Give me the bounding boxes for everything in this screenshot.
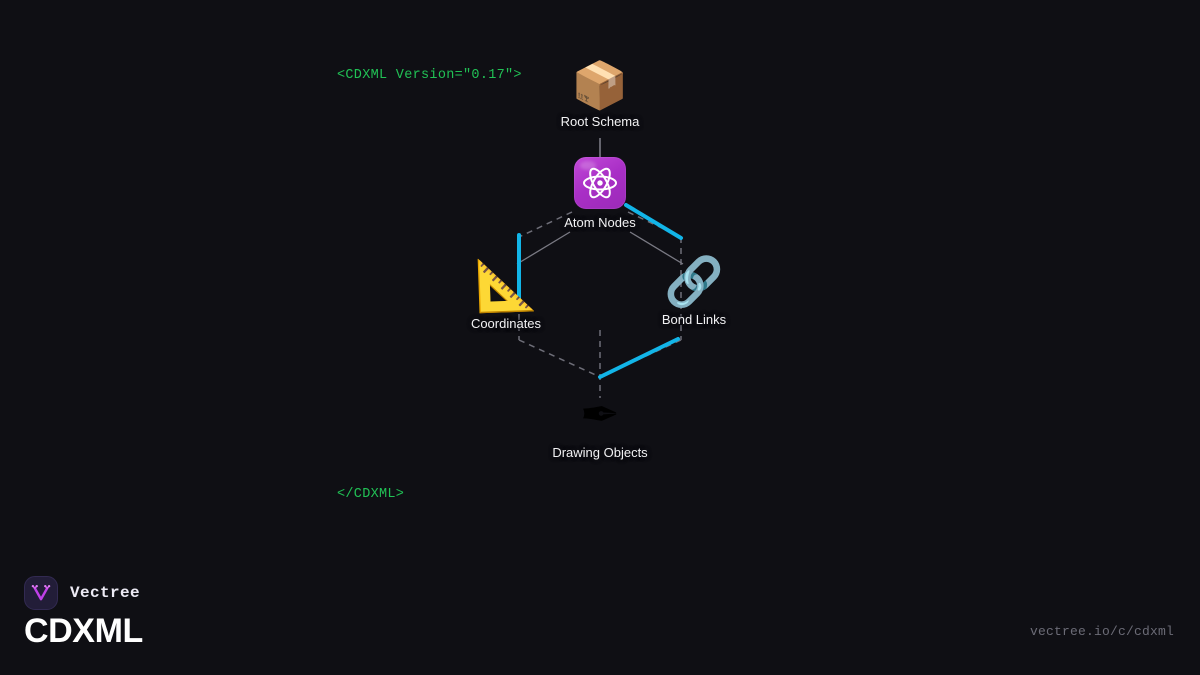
- fountain-pen-icon: ✒: [579, 387, 621, 443]
- node-coordinates[interactable]: 📐 Coordinates: [416, 254, 596, 331]
- node-label-coordinates: Coordinates: [470, 316, 542, 331]
- node-bond-links[interactable]: 🔗 Bond Links: [604, 258, 784, 327]
- highlight-bottom-to-bondlinks: [598, 337, 680, 379]
- atom-icon: [582, 167, 618, 199]
- hex-edge-right-to-bottom: [599, 339, 682, 378]
- chain-link-icon: 🔗: [664, 254, 724, 310]
- node-label-bond-links: Bond Links: [661, 312, 727, 327]
- node-label-drawing-objects: Drawing Objects: [552, 445, 648, 460]
- cdxml-close-tag: </CDXML>: [337, 487, 405, 502]
- atom-tile: [574, 157, 626, 209]
- node-drawing-objects[interactable]: ✒ Drawing Objects: [510, 391, 690, 460]
- brand-lockup: Vectree: [24, 576, 140, 610]
- node-root-schema[interactable]: 📦 Root Schema: [510, 62, 690, 129]
- vectree-tree-logo-icon: [24, 576, 58, 610]
- cdxml-open-tag: <CDXML Version="0.17">: [337, 68, 522, 83]
- package-box-icon: 📦: [571, 58, 629, 112]
- node-label-atom-nodes: Atom Nodes: [564, 215, 636, 230]
- node-label-root-schema: Root Schema: [560, 114, 640, 129]
- hex-edge-left-to-bottom: [518, 339, 601, 378]
- footer-url: vectree.io/c/cdxml: [1029, 624, 1174, 639]
- page-title: CDXML: [24, 612, 143, 650]
- brand-name: Vectree: [70, 584, 141, 602]
- straight-ruler-icon: 📐: [473, 254, 539, 316]
- node-atom-nodes[interactable]: Atom Nodes: [510, 157, 690, 230]
